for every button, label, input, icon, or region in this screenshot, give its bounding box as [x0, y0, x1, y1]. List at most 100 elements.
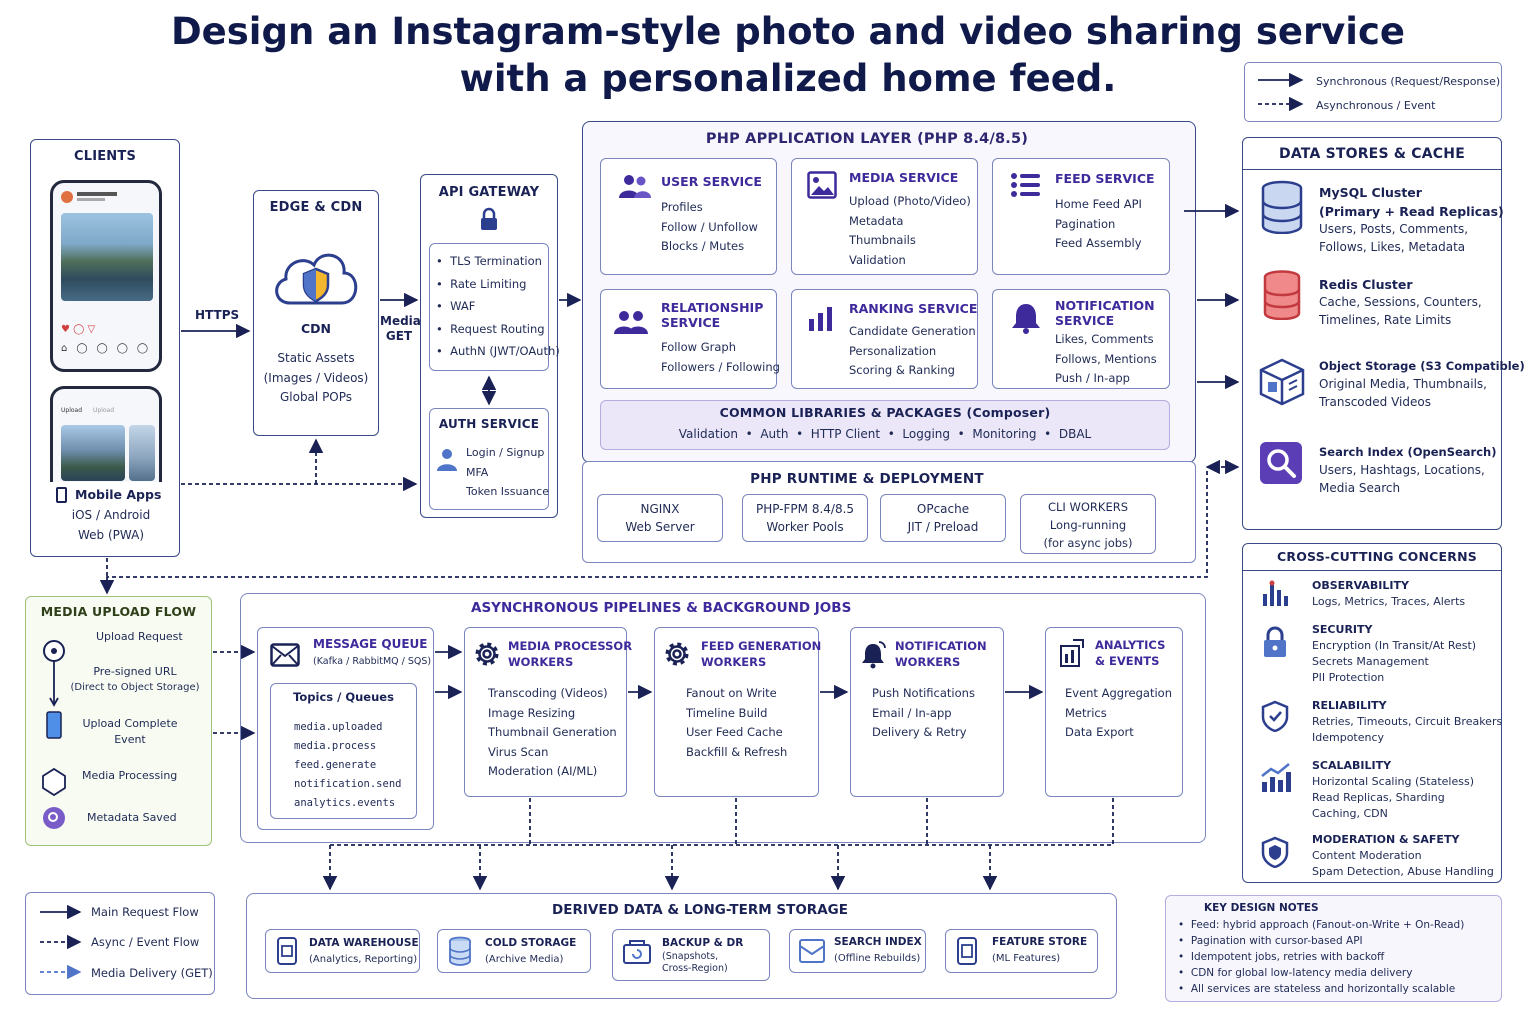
phone-mockup-upload: Upload Upload: [50, 386, 162, 482]
key-note-text: Feed: hybrid approach (Fanout-on-Write +…: [1190, 919, 1465, 931]
feature-store-text: FEATURE STORE (ML Features): [992, 934, 1087, 968]
topics-queues-title: Topics / Queues: [293, 690, 394, 704]
relationship-service-item: Followers / Following: [661, 359, 780, 374]
gateway-feature-routing: Request Routing: [450, 321, 545, 336]
cc-moderation-line: Content Moderation: [1312, 849, 1422, 862]
topics-queues-box: [270, 683, 417, 819]
search-icon: [1260, 442, 1302, 484]
feature-store-title: FEATURE STORE: [992, 936, 1088, 948]
media-get-label-line2: GET: [385, 329, 413, 343]
message-queue-title: MESSAGE QUEUE: [313, 637, 428, 651]
analytics-events-items: Event Aggregation Metrics Data Export: [1065, 684, 1172, 743]
upload-flow-timeline: [42, 640, 66, 829]
legend-top: [1244, 62, 1502, 122]
cold-storage-db-icon: [449, 936, 471, 966]
runtime-cli-text: CLI WORKERS Long-running (for async jobs…: [1020, 498, 1156, 552]
upload-step-complete-title: Upload Complete: [82, 717, 178, 730]
phone-upload-tab-2: Upload: [93, 407, 115, 414]
backup-box-icon: [623, 940, 651, 964]
notification-workers-title: NOTIFICATION WORKERS: [895, 638, 987, 670]
topic-item: media.process: [294, 740, 377, 752]
data-stores-header: DATA STORES & CACHE: [1279, 146, 1465, 162]
mysql-detail: Users, Posts, Comments,: [1319, 222, 1469, 236]
key-note: • Idempotent jobs, retries with backoff: [1178, 951, 1385, 963]
backup-dr-sub: (Snapshots,: [662, 951, 719, 962]
lock-icon: [481, 207, 497, 230]
runtime-opcache-sub: JIT / Preload: [907, 520, 979, 534]
backup-dr-text: BACKUP & DR (Snapshots, Cross-Region): [662, 935, 743, 975]
phone-upload-tab: Upload: [61, 407, 83, 414]
cdn-details: Static Assets (Images / Videos) Global P…: [253, 349, 379, 408]
feed-generation-title: FEED GENERATION WORKERS: [701, 638, 821, 670]
gear-icon: [665, 642, 689, 666]
notification-service-title-line1: NOTIFICATION: [1055, 298, 1155, 313]
notification-workers-item: Email / In-app: [872, 705, 952, 720]
upload-step-presigned: Pre-signed URL (Direct to Object Storage…: [70, 664, 200, 696]
cc-reliability-line: Retries, Timeouts, Circuit Breakers: [1312, 715, 1503, 728]
redis-title: Redis Cluster: [1319, 277, 1413, 292]
object-storage-store: Object Storage (S3 Compatible) Original …: [1319, 357, 1525, 411]
key-design-notes-panel: [1165, 895, 1502, 1002]
derived-data-header: DERIVED DATA & LONG-TERM STORAGE: [552, 902, 848, 918]
data-warehouse-text: DATA WAREHOUSE (Analytics, Reporting): [309, 935, 419, 969]
notification-workers-item: Delivery & Retry: [872, 725, 967, 739]
cc-moderation-title: MODERATION & SAFETY: [1312, 833, 1460, 846]
gateway-feature: • Request Routing: [436, 321, 545, 336]
legend-media-delivery-label: Media Delivery (GET): [91, 966, 213, 980]
gateway-feature-waf: WAF: [450, 299, 476, 313]
relationship-service-title-line1: RELATIONSHIP: [661, 300, 764, 315]
redis-store: Redis Cluster Cache, Sessions, Counters,…: [1319, 275, 1482, 329]
feed-generation-items: Fanout on Write Timeline Build User Feed…: [686, 684, 787, 762]
common-libraries-items: Validation • Auth • HTTP Client • Loggin…: [678, 427, 1092, 441]
media-service-item: Upload (Photo/Video): [849, 194, 971, 208]
cc-reliability-line: Idempotency: [1312, 731, 1385, 744]
notification-workers-items: Push Notifications Email / In-app Delive…: [872, 684, 975, 743]
mysql-title: MySQL Cluster: [1319, 185, 1422, 200]
notification-service-title-line2: SERVICE: [1055, 313, 1115, 328]
object-storage-title: Object Storage (S3 Compatible): [1319, 359, 1525, 373]
moderation-shield-icon: [1261, 836, 1289, 868]
runtime-nginx-text: NGINX Web Server: [597, 500, 723, 536]
user-service-title: USER SERVICE: [661, 174, 762, 189]
notification-service-items: Likes, Comments Follows, Mentions Push /…: [1055, 330, 1157, 389]
runtime-cli-sub: Long-running: [1049, 518, 1127, 532]
upload-step-presigned-sub: (Direct to Object Storage): [70, 682, 200, 693]
analytics-events-item: Data Export: [1065, 725, 1134, 739]
cdn-detail-static: Static Assets: [277, 351, 355, 365]
common-libraries-title: COMMON LIBRARIES & PACKAGES (Composer): [719, 405, 1051, 420]
data-warehouse-sub: (Analytics, Reporting): [309, 954, 418, 965]
cc-scalability-line: Horizontal Scaling (Stateless): [1312, 775, 1474, 788]
search-index-detail: Users, Hashtags, Locations,: [1319, 463, 1485, 477]
key-note-text: CDN for global low-latency media deliver…: [1190, 967, 1413, 979]
upload-step-saved: Metadata Saved: [87, 811, 177, 824]
user-icon: [437, 449, 457, 471]
analytics-icon: [1060, 639, 1084, 667]
runtime-php-fpm-text: PHP-FPM 8.4/8.5 Worker Pools: [742, 500, 868, 536]
api-gateway-feature-list: • TLS Termination • Rate Limiting • WAF …: [436, 250, 560, 363]
media-service-item: Validation: [849, 252, 906, 267]
object-storage-detail: Transcoded Videos: [1319, 394, 1431, 409]
media-processor-item: Virus Scan: [488, 744, 549, 759]
feed-service-items: Home Feed API Pagination Feed Assembly: [1055, 195, 1142, 254]
cc-scalability-line: Caching, CDN: [1312, 807, 1388, 820]
mobile-apps-title: Mobile Apps: [75, 487, 162, 502]
gear-icon: [475, 642, 499, 666]
search-index-title: Search Index (OpenSearch): [1319, 445, 1497, 459]
gateway-feature-tls: TLS Termination: [450, 254, 542, 268]
image-icon: [807, 171, 837, 199]
analytics-events-title-line2: & EVENTS: [1095, 654, 1160, 668]
runtime-nginx-sub: Web Server: [625, 520, 695, 534]
key-note-text: Pagination with cursor-based API: [1190, 935, 1363, 947]
media-processor-item: Transcoding (Videos): [488, 686, 608, 700]
warehouse-db-icon: [277, 937, 297, 965]
runtime-cli-title: CLI WORKERS: [1048, 500, 1128, 514]
media-service-item: Metadata: [849, 213, 904, 228]
feature-store-db-icon: [957, 937, 977, 965]
cc-scalability-line: Read Replicas, Sharding: [1312, 791, 1445, 804]
auth-item-mfa: MFA: [466, 465, 489, 479]
user-service-item: Profiles: [661, 200, 703, 214]
users-pair-icon: [614, 311, 648, 334]
backup-dr-title: BACKUP & DR: [662, 937, 744, 949]
feed-generation-item: Timeline Build: [686, 705, 768, 720]
list-icon: [1011, 173, 1040, 197]
